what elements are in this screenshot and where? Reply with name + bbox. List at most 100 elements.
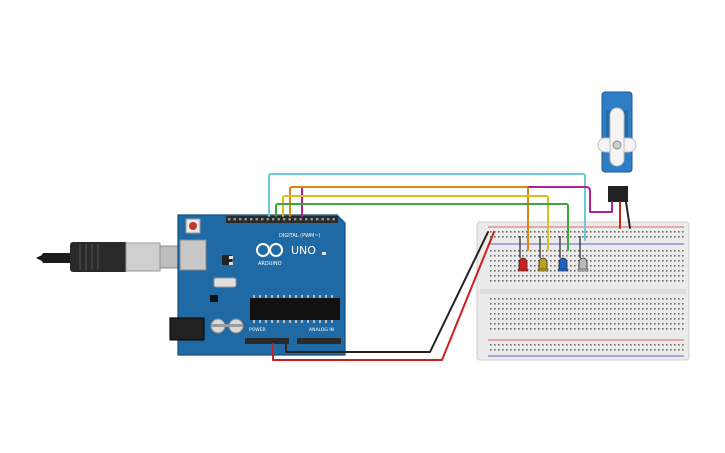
breadboard-hole <box>626 236 628 238</box>
breadboard-hole <box>494 255 496 257</box>
wire-orange[interactable] <box>289 186 529 251</box>
arduino-uno-board[interactable]: UNO ARDUINO DIGITAL (PWM~) POWER ANALOG … <box>169 214 346 356</box>
breadboard-hole <box>614 260 616 262</box>
breadboard-hole <box>670 303 672 305</box>
blue-led[interactable] <box>557 257 569 272</box>
breadboard-hole <box>674 328 676 330</box>
breadboard-hole <box>670 318 672 320</box>
breadboard-hole <box>550 265 552 267</box>
breadboard-hole <box>582 275 584 277</box>
breadboard-hole <box>530 349 532 351</box>
breadboard-hole <box>558 280 560 282</box>
breadboard-hole <box>518 250 520 252</box>
breadboard-hole <box>542 236 544 238</box>
breadboard-hole <box>538 250 540 252</box>
breadboard-hole <box>498 303 500 305</box>
chip-pin <box>301 320 303 323</box>
breadboard-hole <box>682 265 684 267</box>
breadboard-hole <box>498 275 500 277</box>
usb-cable[interactable] <box>36 242 185 272</box>
breadboard-hole <box>566 303 568 305</box>
breadboard-hole <box>650 318 652 320</box>
breadboard-hole <box>502 255 504 257</box>
breadboard-hole <box>614 344 616 346</box>
micro-servo[interactable] <box>597 91 637 202</box>
wire-green[interactable] <box>275 203 569 251</box>
breadboard-hole <box>586 236 588 238</box>
red-led[interactable] <box>517 257 529 272</box>
breadboard-hole <box>670 255 672 257</box>
breadboard-hole <box>678 349 680 351</box>
breadboard-hole <box>590 318 592 320</box>
yellow-led[interactable] <box>537 257 549 272</box>
breadboard-hole <box>678 344 680 346</box>
breadboard-hole <box>506 318 508 320</box>
breadboard-hole <box>530 318 532 320</box>
breadboard-hole <box>574 308 576 310</box>
breadboard-hole <box>630 270 632 272</box>
breadboard-hole <box>602 270 604 272</box>
breadboard-hole <box>682 275 684 277</box>
breadboard-hole <box>494 280 496 282</box>
breadboard-hole <box>658 323 660 325</box>
breadboard-hole <box>534 308 536 310</box>
breadboard-hole <box>666 255 668 257</box>
breadboard-hole <box>610 298 612 300</box>
breadboard-hole <box>622 265 624 267</box>
breadboard-hole <box>654 260 656 262</box>
breadboard-hole <box>502 250 504 252</box>
breadboard-hole <box>598 265 600 267</box>
breadboard-hole <box>534 318 536 320</box>
wire-red[interactable] <box>272 231 495 361</box>
breadboard-hole <box>622 250 624 252</box>
breadboard-hole <box>558 250 560 252</box>
reset-button-cap[interactable] <box>189 222 197 230</box>
breadboard-hole <box>538 231 540 233</box>
breadboard-hole <box>606 280 608 282</box>
breadboard-hole <box>510 298 512 300</box>
breadboard-hole <box>618 280 620 282</box>
breadboard-hole <box>506 250 508 252</box>
chip-pin <box>331 295 333 298</box>
chip-pin <box>277 320 279 323</box>
breadboard-hole <box>490 270 492 272</box>
breadboard-hole <box>586 349 588 351</box>
breadboard-hole <box>638 303 640 305</box>
wire-servo-black[interactable] <box>625 201 631 229</box>
breadboard-hole <box>662 298 664 300</box>
atmega-chip <box>250 298 340 320</box>
white-led[interactable] <box>577 257 589 272</box>
breadboard-hole <box>530 308 532 310</box>
breadboard-hole <box>618 250 620 252</box>
breadboard-hole <box>542 250 544 252</box>
breadboard-hole <box>538 255 540 257</box>
breadboard-hole <box>642 318 644 320</box>
breadboard-hole <box>666 265 668 267</box>
wire-black[interactable] <box>285 231 489 353</box>
breadboard-hole <box>550 344 552 346</box>
breadboard-hole <box>546 328 548 330</box>
breadboard-hole <box>590 344 592 346</box>
breadboard[interactable] <box>476 221 690 361</box>
breadboard-hole <box>682 323 684 325</box>
breadboard-hole <box>670 298 672 300</box>
breadboard-hole <box>582 349 584 351</box>
wire-cyan[interactable] <box>268 173 586 241</box>
breadboard-hole <box>546 275 548 277</box>
breadboard-hole <box>590 260 592 262</box>
breadboard-hole <box>566 231 568 233</box>
breadboard-hole <box>562 280 564 282</box>
breadboard-hole <box>590 349 592 351</box>
breadboard-hole <box>618 323 620 325</box>
breadboard-hole <box>670 323 672 325</box>
wire-magenta[interactable] <box>301 186 613 217</box>
wire-yellow[interactable] <box>282 195 549 251</box>
breadboard-hole <box>638 328 640 330</box>
breadboard-hole <box>534 255 536 257</box>
breadboard-hole <box>534 250 536 252</box>
breadboard-hole <box>502 344 504 346</box>
breadboard-hole <box>622 349 624 351</box>
breadboard-hole <box>634 250 636 252</box>
breadboard-hole <box>574 349 576 351</box>
breadboard-hole <box>666 323 668 325</box>
